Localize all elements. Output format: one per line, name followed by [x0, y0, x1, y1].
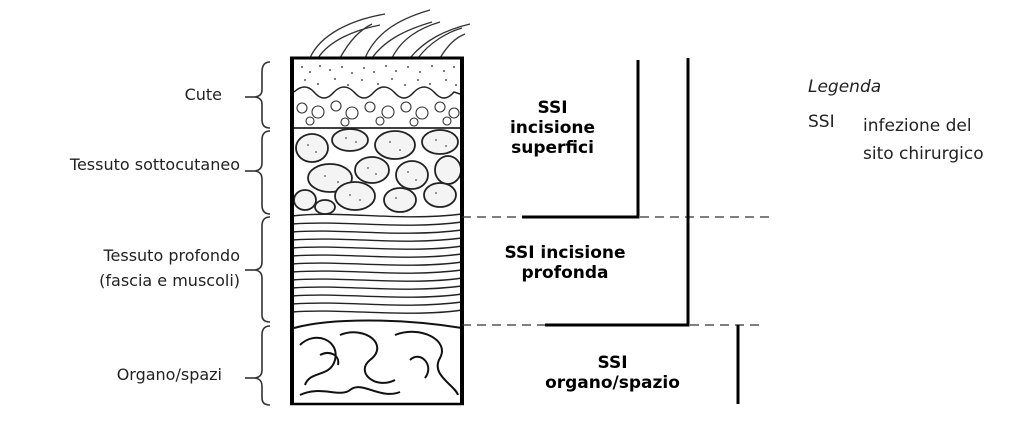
- ssi-deep-label: SSI incisione profonda: [480, 243, 650, 283]
- legend-description: infezione del sito chirurgico: [863, 112, 1013, 168]
- ssi-organ-line2: organo/spazio: [520, 373, 705, 393]
- skin-layer-illustration: [292, 60, 462, 128]
- ssi-deep-line2: profonda: [480, 263, 650, 283]
- ssi-deep-line1: SSI incisione: [480, 243, 650, 263]
- layer-label-subcutaneous: Tessuto sottocutaneo: [70, 154, 240, 176]
- layer-braces: [255, 62, 270, 405]
- organ-layer-illustration: [294, 321, 462, 396]
- legend-description-line2: sito chirurgico: [863, 140, 1013, 168]
- layer-label-deep-line2: (fascia e muscoli): [99, 270, 240, 292]
- brace-organ: [255, 326, 270, 405]
- layer-label-skin: Cute: [185, 84, 222, 106]
- ssi-superficial-line3: superfici: [490, 138, 615, 158]
- ssi-organ-label: SSI organo/spazio: [520, 353, 705, 393]
- brace-skin: [255, 62, 270, 128]
- ssi-superficial-line2: incisione: [490, 118, 615, 138]
- legend-abbreviation: SSI: [808, 112, 835, 132]
- layer-label-organ: Organo/spazi: [117, 364, 222, 386]
- subcutaneous-layer-illustration: [294, 129, 461, 214]
- ssi-superficial-line1: SSI: [490, 98, 615, 118]
- brace-subcutaneous: [255, 131, 270, 214]
- deep-tissue-layer-illustration: [292, 214, 462, 313]
- ssi-organ-line1: SSI: [520, 353, 705, 373]
- brace-deep: [255, 217, 270, 322]
- layer-label-deep-line1: Tessuto profondo: [103, 245, 240, 267]
- label-leader-lines: [245, 97, 255, 378]
- legend-title: Legenda: [808, 77, 881, 97]
- hair-illustration: [310, 10, 470, 58]
- legend-description-line1: infezione del: [863, 112, 1013, 140]
- ssi-superficial-label: SSI incisione superfici: [490, 98, 615, 170]
